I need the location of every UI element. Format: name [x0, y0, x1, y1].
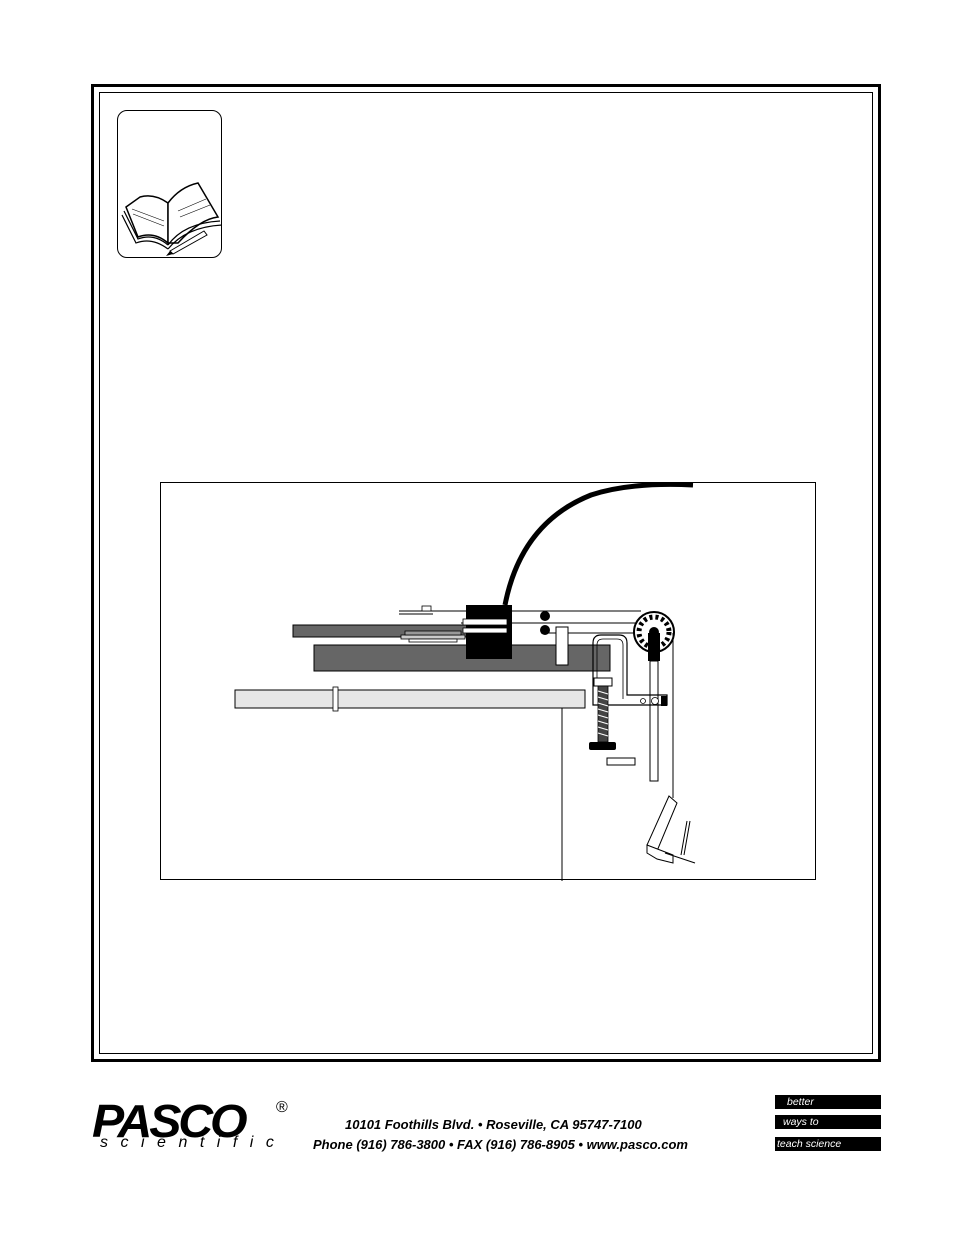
registered-mark: ®	[276, 1099, 288, 1116]
footer-contact: Phone (916) 786-3800 • FAX (916) 786-890…	[313, 1137, 688, 1152]
notebook-icon-box	[117, 110, 223, 258]
logo-subtitle: scientific	[100, 1134, 287, 1151]
notebook-pencil-icon	[121, 182, 223, 256]
apparatus-figure	[160, 482, 816, 881]
tagline-better: better	[775, 1095, 881, 1109]
tagline-teach-science: teach science	[775, 1137, 881, 1151]
logo-wordmark: PASCO	[92, 1095, 248, 1147]
apparatus-drawing	[234, 483, 696, 881]
page-inner-border	[99, 92, 873, 1054]
pasco-logo: PASCO ® scientific	[92, 1098, 297, 1158]
footer-address: 10101 Foothills Blvd. • Roseville, CA 95…	[345, 1117, 642, 1132]
page-border	[91, 84, 881, 1062]
tagline-ways-to: ways to	[775, 1115, 881, 1129]
